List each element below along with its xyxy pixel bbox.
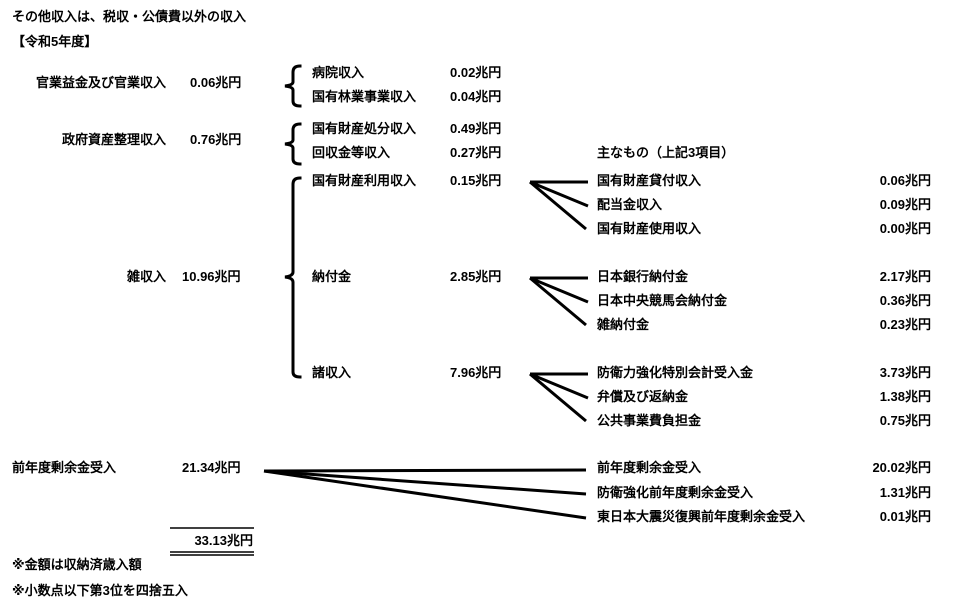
group-label: 雑収入: [126, 269, 166, 284]
item-value: 0.02兆円: [450, 65, 502, 80]
detail-label: 公共事業費負担金: [597, 413, 702, 428]
detail-label: 東日本大震災復興前年度剰余金受入: [597, 509, 806, 524]
item-label: 諸収入: [312, 365, 352, 380]
detail-value: 0.75兆円: [879, 413, 931, 428]
detail-label: 日本中央競馬会納付金: [597, 293, 728, 308]
item-value: 7.96兆円: [450, 365, 502, 380]
item-value: 0.27兆円: [450, 145, 502, 160]
fan-line: [263, 468, 587, 473]
group-value: 0.76兆円: [190, 132, 242, 147]
item-label: 国有財産利用収入: [312, 173, 417, 188]
group-value: 21.34兆円: [182, 460, 241, 475]
fan-line: [529, 180, 587, 231]
detail-label: 配当金収入: [597, 197, 663, 212]
detail-label: 前年度剰余金受入: [597, 460, 702, 475]
group-value: 0.06兆円: [190, 75, 242, 90]
fan-line: [263, 469, 587, 520]
detail-value: 20.02兆円: [872, 460, 931, 475]
item-label: 国有財産処分収入: [312, 121, 417, 136]
total-value: 33.13兆円: [194, 533, 253, 548]
note: ※小数点以下第3位を四捨五入: [12, 583, 188, 598]
detail-value: 1.31兆円: [879, 485, 931, 500]
item-value: 0.49兆円: [450, 121, 502, 136]
detail-value: 0.00兆円: [879, 221, 931, 236]
fan-line: [529, 372, 587, 423]
note: ※金額は収納済歳入額: [12, 557, 142, 572]
detail-label: 国有財産使用収入: [597, 221, 702, 236]
group-label: 政府資産整理収入: [61, 132, 166, 147]
detail-value: 1.38兆円: [879, 389, 931, 404]
detail-label: 雑納付金: [597, 317, 650, 332]
group-label: 官業益金及び官業収入: [35, 75, 166, 90]
fan-line: [529, 372, 589, 400]
group-label: 前年度剰余金受入: [12, 460, 117, 475]
detail-label: 日本銀行納付金: [597, 269, 689, 284]
item-value: 2.85兆円: [450, 269, 502, 284]
detail-value: 0.06兆円: [879, 173, 931, 188]
brace-group-0: [284, 64, 302, 108]
fan-line: [263, 469, 587, 496]
main-items-header: 主なもの（上記3項目）: [597, 145, 735, 160]
detail-value: 0.01兆円: [879, 509, 931, 524]
fan-line: [529, 276, 589, 304]
fan-line: [529, 276, 587, 327]
page-title: その他収入は、税収・公債費以外の収入: [12, 9, 247, 24]
detail-value: 0.23兆円: [879, 317, 931, 332]
detail-value: 2.17兆円: [879, 269, 931, 284]
item-label: 回収金等収入: [312, 145, 391, 160]
item-label: 納付金: [312, 269, 352, 284]
fiscal-year: 【令和5年度】: [12, 34, 98, 49]
detail-label: 防衛力強化特別会計受入金: [597, 365, 754, 380]
brace-group-1: [284, 122, 302, 166]
brace-group-2: [284, 176, 302, 379]
detail-value: 0.36兆円: [879, 293, 931, 308]
group-value: 10.96兆円: [182, 269, 241, 284]
item-value: 0.04兆円: [450, 89, 502, 104]
item-value: 0.15兆円: [450, 173, 502, 188]
detail-label: 国有財産貸付収入: [597, 173, 702, 188]
detail-value: 0.09兆円: [879, 197, 931, 212]
detail-label: 弁償及び返納金: [597, 389, 689, 404]
detail-label: 防衛強化前年度剰余金受入: [597, 485, 754, 500]
item-label: 国有林業事業収入: [312, 89, 417, 104]
detail-value: 3.73兆円: [879, 365, 931, 380]
item-label: 病院収入: [312, 65, 365, 80]
fan-line: [529, 180, 589, 208]
